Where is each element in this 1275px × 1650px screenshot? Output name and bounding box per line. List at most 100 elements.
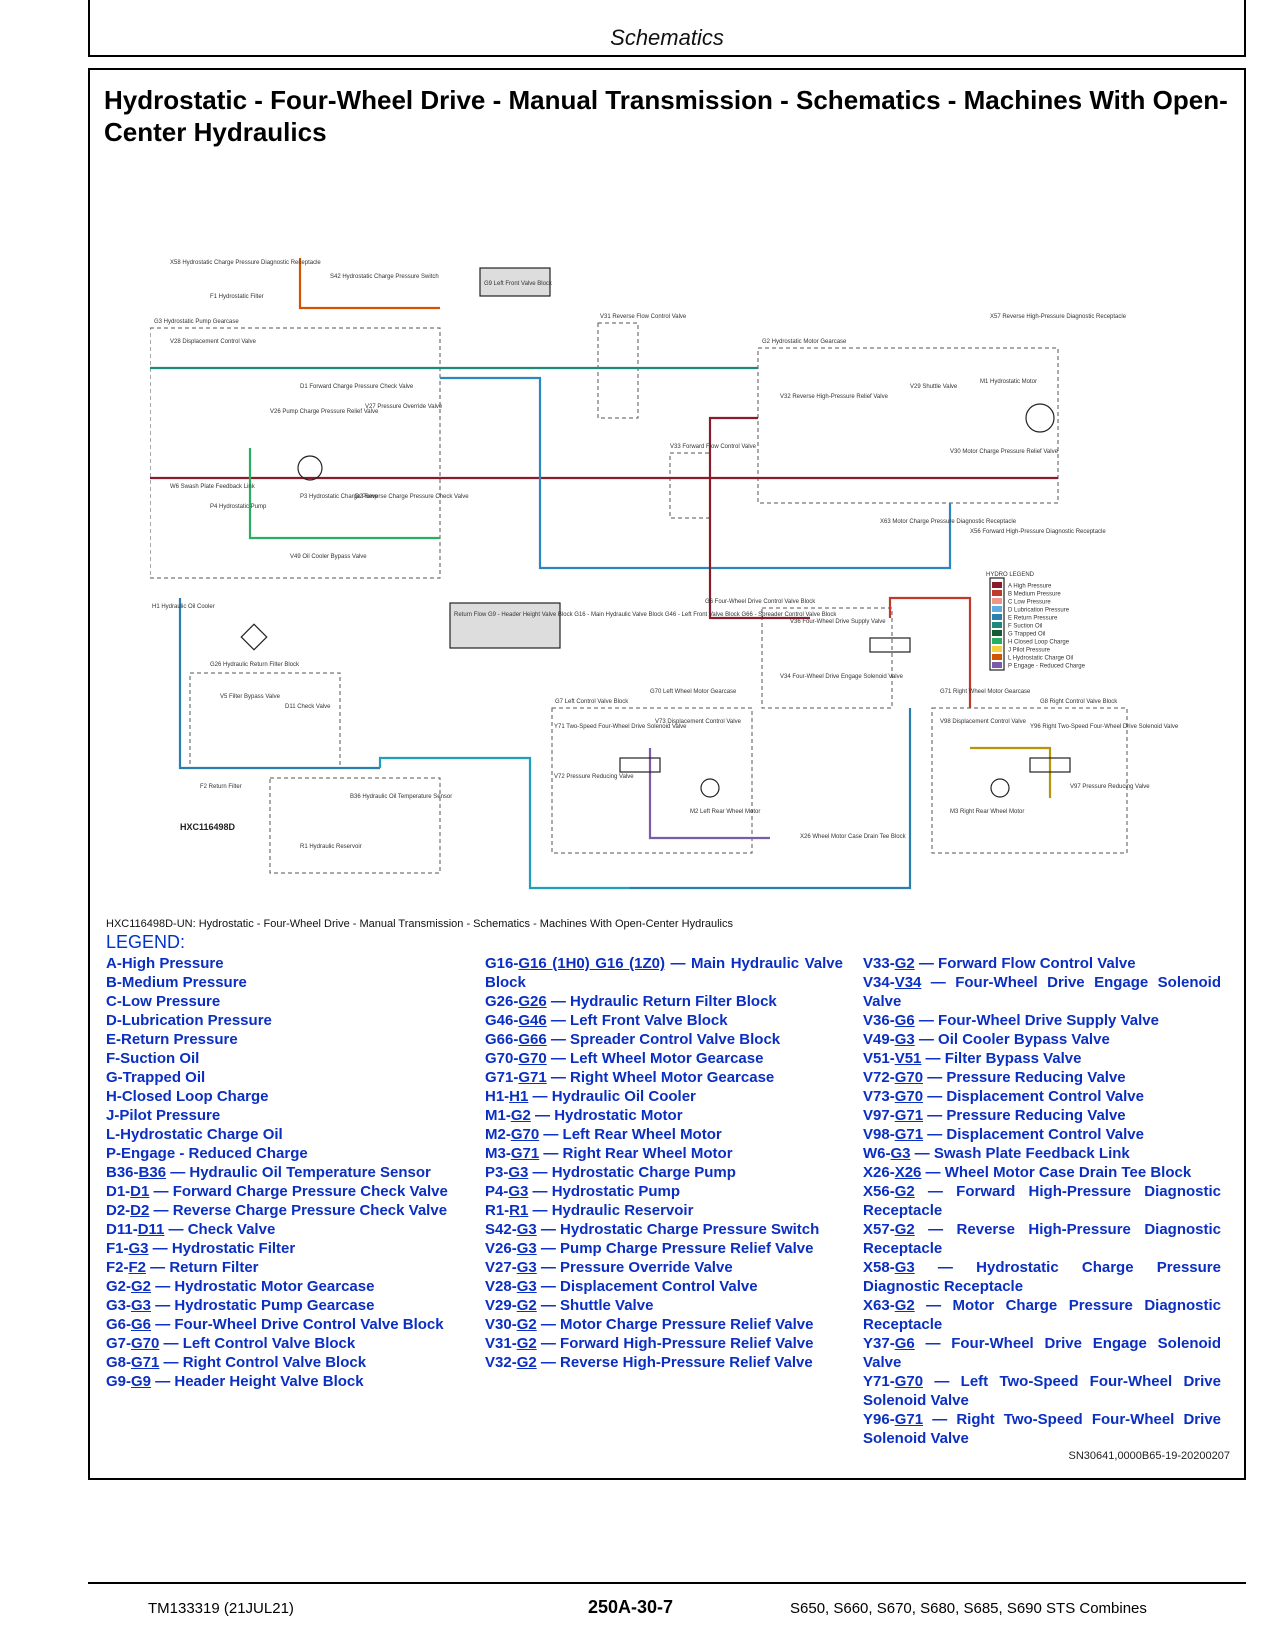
legend-entry-location: G70: [894, 1088, 924, 1105]
medium-pressure-line: [888, 596, 972, 708]
legend-entry-key: G16-: [485, 955, 519, 972]
legend-entry-key: V28-: [485, 1278, 517, 1295]
legend-entry-location: G2: [894, 1297, 915, 1314]
r1-reservoir-outline: [269, 777, 441, 874]
legend-entry-location: G3: [894, 1259, 915, 1276]
legend-entry: H1-H1 — Hydraulic Oil Cooler: [485, 1087, 843, 1106]
g8-right-control-outline: [931, 707, 1128, 854]
legend-entry-description: — Hydraulic Reservoir: [528, 1202, 694, 1219]
hydro-legend-swatch: [992, 582, 1002, 588]
legend-entry-location: G26: [518, 993, 547, 1010]
legend-entry-key: Y37-: [863, 1335, 895, 1352]
legend-entry-key: A-High Pressure: [106, 955, 224, 972]
high-pressure-line-b: [708, 416, 810, 620]
legend-entry-location: G3: [516, 1240, 537, 1257]
legend-entry-key: X58-: [863, 1259, 895, 1276]
hydro-legend-swatch: [992, 622, 1002, 628]
legend-entry: D2-D2 — Reverse Charge Pressure Check Va…: [106, 1201, 464, 1220]
legend-entry-location: G46: [518, 1012, 547, 1029]
legend-entry-key: L-Hydrostatic Charge Oil: [106, 1126, 283, 1143]
legend-entry: G46-G46 — Left Front Valve Block: [485, 1011, 843, 1030]
hydro-legend-title: HYDRO LEGEND: [986, 572, 1035, 578]
hydro-legend-label: B Medium Pressure: [1008, 592, 1061, 598]
legend-entry-location: G3: [894, 1031, 915, 1048]
label-x57: X57 Reverse High-Pressure Diagnostic Rec…: [990, 314, 1127, 320]
legend-entry-location: G2: [516, 1335, 537, 1352]
legend-entry-description: — Main Hydraulic Valve Block: [485, 955, 843, 991]
legend-entry: D-Lubrication Pressure: [106, 1011, 464, 1030]
legend-entry-key: P4-: [485, 1183, 509, 1200]
v31-flow-valve-outline: [597, 322, 639, 419]
legend-entry-key: V49-: [863, 1031, 895, 1048]
legend-entry: X26-X26 — Wheel Motor Case Drain Tee Blo…: [863, 1163, 1221, 1182]
legend-entry-key: Y71-: [863, 1373, 895, 1390]
legend-entry-description: — Left Control Valve Block: [159, 1335, 356, 1352]
legend-entry-location: D11: [137, 1221, 165, 1238]
legend-entry-key: P3-: [485, 1164, 509, 1181]
legend-entry: F-Suction Oil: [106, 1049, 464, 1068]
legend-entry: Y96-G71 — Right Two-Speed Four-Wheel Dri…: [863, 1410, 1221, 1448]
legend-entry-description: — Header Height Valve Block: [151, 1373, 364, 1390]
legend-entry-description: — Forward High-Pressure Diagnostic Recep…: [863, 1183, 1221, 1219]
legend-entry-description: — Spreader Control Valve Block: [546, 1031, 781, 1048]
legend-entry-key: V33-: [863, 955, 895, 972]
legend-entry-description: — Left Front Valve Block: [546, 1012, 728, 1029]
legend-entry-description: — Hydraulic Return Filter Block: [546, 993, 777, 1010]
figure-caption: HXC116498D-UN: Hydrostatic - Four-Wheel …: [106, 918, 733, 930]
legend-entry: V72-G70 — Pressure Reducing Valve: [863, 1068, 1221, 1087]
legend-entry-description: — Four-Wheel Drive Control Valve Block: [151, 1316, 444, 1333]
hydro-legend-label: D Lubrication Pressure: [1008, 608, 1070, 614]
legend-entry: E-Return Pressure: [106, 1030, 464, 1049]
legend-entry: Y37-G6 — Four-Wheel Drive Engage Solenoi…: [863, 1334, 1221, 1372]
label-x58: X58 Hydrostatic Charge Pressure Diagnost…: [170, 260, 321, 266]
label-v73: V73 Displacement Control Valve: [655, 719, 742, 725]
label-return-flow: Return Flow G9 - Header Height Valve Blo…: [454, 612, 837, 618]
label-g7: G7 Left Control Valve Block: [555, 699, 629, 705]
label-x26: X26 Wheel Motor Case Drain Tee Block: [800, 834, 907, 840]
legend-entry-description: — Forward Flow Control Valve: [914, 955, 1136, 972]
legend-entry-description: — Pressure Reducing Valve: [923, 1069, 1126, 1086]
legend-entry-key: V73-: [863, 1088, 895, 1105]
footer-models: S650, S660, S670, S680, S685, S690 STS C…: [790, 1600, 1147, 1617]
legend-entry-key: V27-: [485, 1259, 517, 1276]
label-v34: V34 Four-Wheel Drive Engage Solenoid Val…: [780, 674, 904, 680]
label-d2: D2 Reverse Charge Pressure Check Valve: [355, 494, 469, 500]
legend-entry: V31-G2 — Forward High-Pressure Relief Va…: [485, 1334, 843, 1353]
legend-column-2: G16-G16 (1H0) G16 (1Z0) — Main Hydraulic…: [485, 954, 843, 1372]
h1-cooler-symbol: [240, 623, 268, 651]
legend-entry-description: — Displacement Control Valve: [536, 1278, 758, 1295]
label-v33: V33 Forward Flow Control Valve: [670, 444, 757, 450]
legend-entry: V29-G2 — Shuttle Valve: [485, 1296, 843, 1315]
legend-entry-key: V26-: [485, 1240, 517, 1257]
legend-entry-location: G2: [894, 1221, 915, 1238]
legend-entry-location: G3: [516, 1259, 537, 1276]
legend-entry-location: G2: [516, 1297, 537, 1314]
legend-entry-location: G71: [894, 1126, 924, 1143]
legend-entry-key: G26-: [485, 993, 519, 1010]
label-w6: W6 Swash Plate Feedback Link: [170, 484, 256, 490]
hydro-legend-swatch: [992, 662, 1002, 668]
legend-entry-description: — Hydrostatic Charge Pressure Diagnostic…: [863, 1259, 1221, 1295]
hydro-legend-swatch: [992, 606, 1002, 612]
legend-entry-description: — Hydrostatic Charge Pressure Switch: [536, 1221, 820, 1238]
legend-entry-key: G3-: [106, 1297, 132, 1314]
legend-entry-description: — Right Control Valve Block: [159, 1354, 367, 1371]
legend-entry-key: X26-: [863, 1164, 895, 1181]
hydro-legend-label: E Return Pressure: [1008, 616, 1058, 622]
legend-entry-location: G70: [518, 1050, 547, 1067]
legend-entry-description: — Right Wheel Motor Gearcase: [546, 1069, 775, 1086]
footer-page-number: 250A-30-7: [588, 1597, 674, 1617]
label-g70: G70 Left Wheel Motor Gearcase: [650, 689, 737, 695]
legend-entry-description: — Left Wheel Motor Gearcase: [546, 1050, 764, 1067]
legend-entry: G66-G66 — Spreader Control Valve Block: [485, 1030, 843, 1049]
legend-entry: X63-G2 — Motor Charge Pressure Diagnosti…: [863, 1296, 1221, 1334]
legend-entry-key: G66-: [485, 1031, 519, 1048]
legend-entry-key: V29-: [485, 1297, 517, 1314]
hydro-legend-label: H Closed Loop Charge: [1008, 640, 1070, 646]
legend-entry: X58-G3 — Hydrostatic Charge Pressure Dia…: [863, 1258, 1221, 1296]
legend-entry: R1-R1 — Hydraulic Reservoir: [485, 1201, 843, 1220]
legend-entry-key: F1-: [106, 1240, 129, 1257]
legend-heading: LEGEND:: [106, 932, 186, 952]
label-p4: P4 Hydrostatic Pump: [210, 504, 267, 510]
